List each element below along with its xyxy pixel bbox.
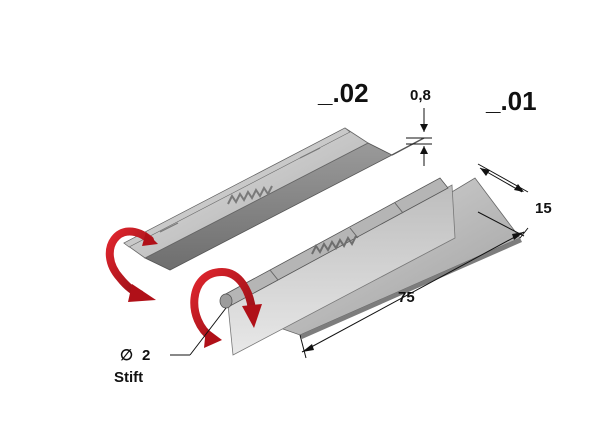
dimension-length — [299, 227, 529, 359]
spring-coil — [227, 185, 273, 205]
dimension-thickness — [406, 108, 432, 166]
thickness-value: 0,8 — [410, 87, 431, 104]
pin-diameter-symbol: ∅ — [120, 347, 133, 364]
length-value: 75 — [398, 289, 415, 306]
dimension-width — [477, 163, 529, 237]
rotation-arrow-left — [105, 227, 158, 302]
variant-label-02: _.02 — [317, 78, 369, 108]
width-value: 15 — [535, 200, 552, 217]
pin-diameter-value: 2 — [142, 347, 150, 364]
rotation-arrow-right — [190, 267, 262, 348]
variant-label-01: _.01 — [485, 86, 537, 116]
spring-coil — [311, 235, 357, 255]
pin-label: Stift — [114, 369, 143, 386]
pin-leader-line — [170, 307, 227, 356]
hinge-variant-02 — [123, 127, 425, 271]
